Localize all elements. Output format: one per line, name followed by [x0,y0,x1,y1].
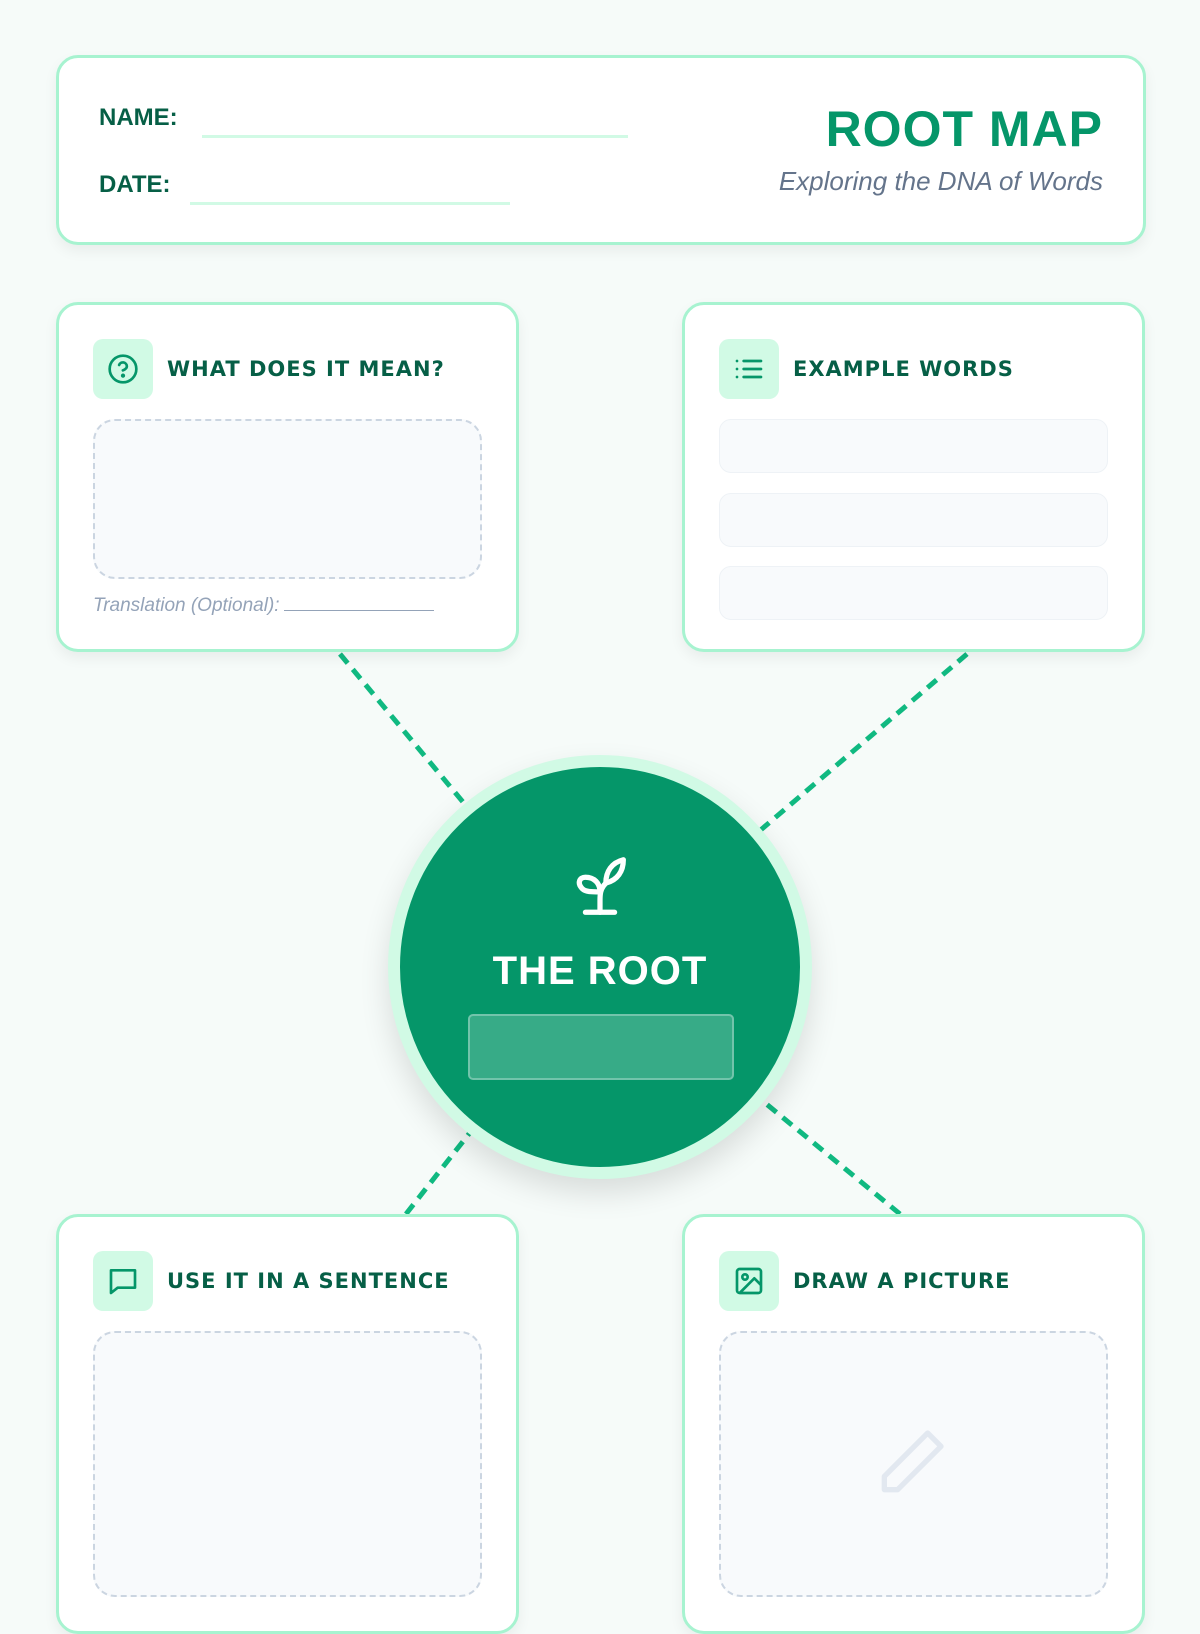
examples-title: EXAMPLE WORDS [793,357,1014,381]
name-field[interactable] [202,135,628,138]
example-word-field-2[interactable] [719,493,1108,547]
sprout-icon [576,857,626,915]
page-title: ROOT MAP [825,101,1103,157]
question-circle-icon [93,339,153,399]
examples-card: EXAMPLE WORDS [682,302,1145,652]
picture-card: DRAW A PICTURE [682,1214,1145,1634]
root-title: THE ROOT [492,949,708,993]
image-icon [719,1251,779,1311]
example-word-field-1[interactable] [719,419,1108,473]
translation-field[interactable]: Translation (Optional): [93,595,434,617]
translation-label: Translation (Optional): [93,595,280,616]
header-card: NAME: DATE: ROOT MAP Exploring the DNA o… [56,55,1146,245]
sentence-card: USE IT IN A SENTENCE [56,1214,519,1634]
drawing-area[interactable] [719,1331,1108,1597]
root-circle: THE ROOT [388,755,812,1179]
message-icon [93,1251,153,1311]
meaning-input-area[interactable] [93,419,482,579]
date-field[interactable] [190,202,510,205]
sentence-title: USE IT IN A SENTENCE [167,1269,450,1293]
sentence-input-area[interactable] [93,1331,482,1597]
root-input[interactable] [468,1014,734,1080]
pencil-icon [881,1430,944,1493]
date-label: DATE: [99,171,171,198]
name-label: NAME: [99,104,178,131]
example-word-field-3[interactable] [719,566,1108,620]
picture-title: DRAW A PICTURE [793,1269,1011,1293]
meaning-card: WHAT DOES IT MEAN? Translation (Optional… [56,302,519,652]
list-icon [719,339,779,399]
translation-line [283,610,434,611]
meaning-title: WHAT DOES IT MEAN? [167,357,445,381]
page-subtitle: Exploring the DNA of Words [778,166,1103,196]
